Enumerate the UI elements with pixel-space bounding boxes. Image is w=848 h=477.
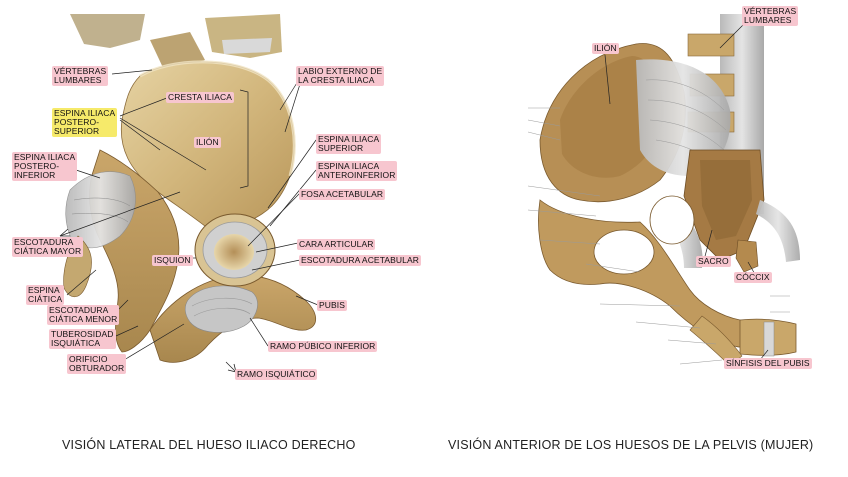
label-vertebras-lumbares-left: VÉRTEBRAS LUMBARES [52, 66, 108, 86]
label-espina-iliaca-postero-superior: ESPINA ILIACA POSTERO- SUPERIOR [52, 108, 117, 137]
label-ilion-right: ILIÓN [592, 43, 619, 54]
label-ramo-isquiatico: RAMO ISQUIÁTICO [235, 369, 317, 380]
label-ilion-left: ILIÓN [194, 137, 221, 148]
label-escotadura-ciatica-mayor: ESCOTADURA CIÁTICA MAYOR [12, 237, 83, 257]
label-escotadura-ciatica-menor: ESCOTADURA CIÁTICA MENOR [47, 305, 119, 325]
label-sinfisis-del-pubis: SÍNFISIS DEL PUBIS [724, 358, 812, 369]
right-figure-caption: VISIÓN ANTERIOR DE LOS HUESOS DE LA PELV… [448, 438, 813, 452]
label-isquion: ISQUION [152, 255, 193, 266]
label-espina-ciatica: ESPINA CIÁTICA [26, 285, 64, 305]
label-espina-iliaca-superior: ESPINA ILIACA SUPERIOR [316, 134, 381, 154]
left-figure-caption: VISIÓN LATERAL DEL HUESO ILIACO DERECHO [62, 438, 356, 452]
label-vertebras-lumbares-right: VÉRTEBRAS LUMBARES [742, 6, 798, 26]
label-labio-externo-cresta-iliaca: LABIO EXTERNO DE LA CRESTA ILIACA [296, 66, 384, 86]
label-espina-iliaca-anteroinferior: ESPINA ILIACA ANTEROINFERIOR [316, 161, 397, 181]
label-sacro: SACRO [696, 256, 731, 267]
label-tuberosidad-isquiatica: TUBEROSIDAD ISQUIÁTICA [49, 329, 116, 349]
label-fosa-acetabular: FOSA ACETABULAR [299, 189, 385, 200]
label-orificio-obturador: ORIFICIO OBTURADOR [67, 354, 126, 374]
label-espina-iliaca-postero-inferior: ESPINA ILIACA POSTERO- INFERIOR [12, 152, 77, 181]
label-escotadura-acetabular: ESCOTADURA ACETABULAR [299, 255, 421, 266]
label-ramo-pubico-inferior: RAMO PÚBICO INFERIOR [268, 341, 377, 352]
label-cara-articular: CARA ARTICULAR [297, 239, 375, 250]
label-cresta-iliaca: CRESTA ILIACA [166, 92, 234, 103]
label-coccix: CÓCCIX [734, 272, 772, 283]
label-pubis: PUBIS [317, 300, 347, 311]
